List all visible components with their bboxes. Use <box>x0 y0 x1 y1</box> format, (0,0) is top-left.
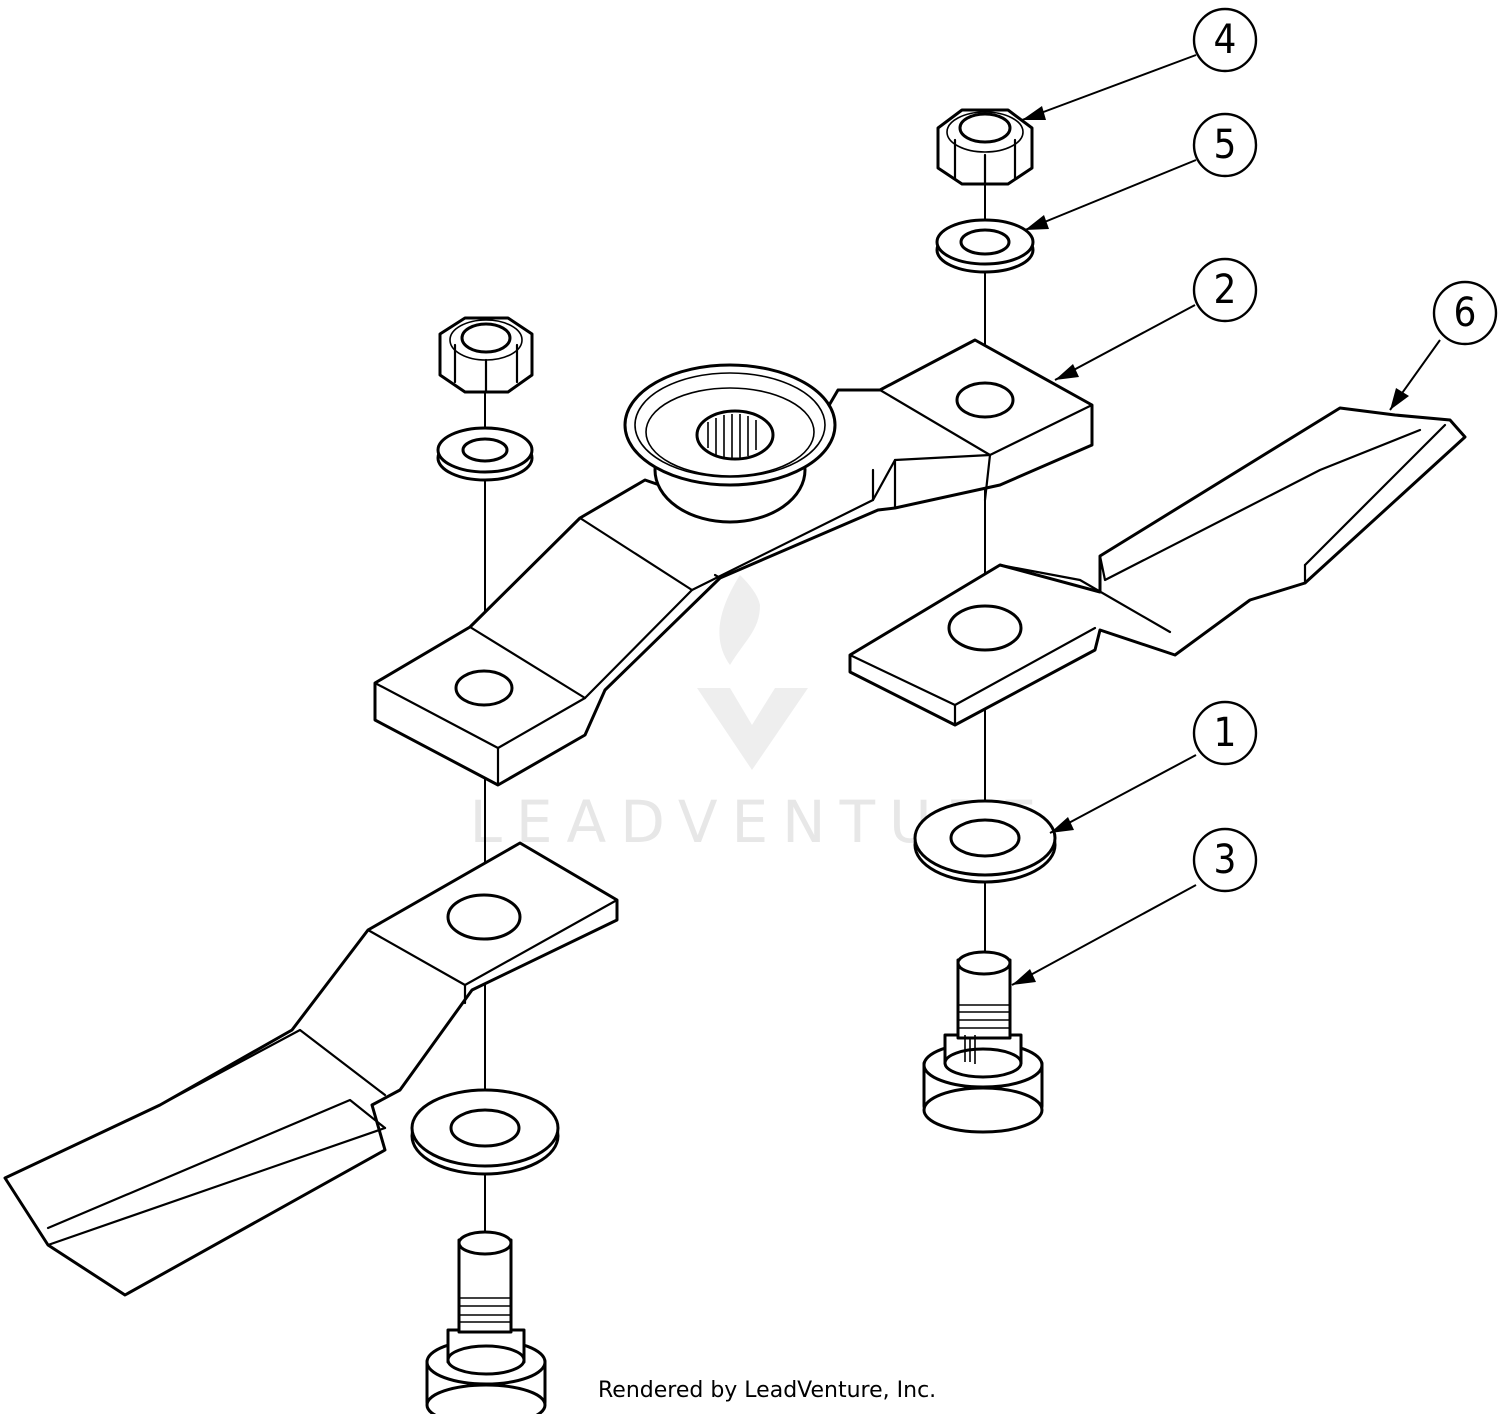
callout-1: 1 <box>1192 700 1258 766</box>
leader-lines <box>1011 54 1441 986</box>
callout-3: 3 <box>1192 827 1258 893</box>
left-washer-bottom <box>410 1088 560 1176</box>
left-bolt <box>425 1230 547 1414</box>
left-blade <box>3 841 619 1297</box>
blade-adapter <box>373 338 1094 787</box>
credit-text: Rendered by LeadVenture, Inc. <box>598 1378 937 1403</box>
right-washer-top <box>935 218 1035 274</box>
callout-6: 6 <box>1432 280 1498 346</box>
left-nut <box>438 316 534 394</box>
right-bolt <box>922 950 1044 1134</box>
callout-5-label: 5 <box>1214 122 1237 168</box>
callout-2-label: 2 <box>1214 267 1237 313</box>
callout-1-label: 1 <box>1214 710 1237 756</box>
callout-2: 2 <box>1192 257 1258 323</box>
callout-4-label: 4 <box>1214 17 1237 63</box>
right-blade <box>848 406 1467 727</box>
right-nut <box>936 108 1034 186</box>
callout-4: 4 <box>1192 7 1258 73</box>
callout-3-label: 3 <box>1214 837 1237 883</box>
left-washer-top <box>436 426 534 482</box>
right-washer-bottom <box>913 799 1057 884</box>
callout-6-label: 6 <box>1454 290 1477 336</box>
callout-5: 5 <box>1192 112 1258 178</box>
